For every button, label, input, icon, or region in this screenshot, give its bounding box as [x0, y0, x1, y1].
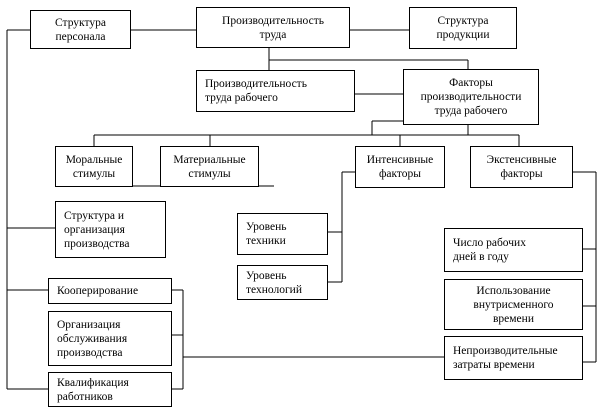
production-organization-label: Структура и организация производства: [64, 209, 130, 250]
extensive-factors-box: Экстенсивные факторы: [470, 146, 573, 188]
unproductive-time-box: Непроизводительные затраты времени: [444, 336, 583, 380]
technical-level-box: Уровень техники: [237, 213, 328, 255]
working-days-box: Число рабочих дней в году: [444, 228, 583, 272]
cooperation-label: Кооперирование: [57, 285, 139, 297]
intensive-factors-label: Интенсивные факторы: [366, 154, 434, 180]
intrashift-time-box: Использование внутрисменного времени: [444, 279, 583, 330]
production-organization-box: Структура и организация производства: [55, 201, 166, 258]
worker-qualification-label: Квалификация работников: [57, 376, 129, 403]
worker-qualification-box: Квалификация работников: [48, 372, 172, 407]
technical-level-label: Уровень техники: [246, 221, 287, 247]
production-service-label: Организация обслуживания производства: [57, 318, 128, 359]
product-structure-label: Структура продукции: [436, 15, 490, 41]
technology-level-label: Уровень технологий: [246, 269, 302, 296]
product-structure-box: Структура продукции: [409, 7, 517, 49]
labor-productivity-label: Производительность труда: [222, 14, 324, 41]
extensive-factors-label: Экстенсивные факторы: [486, 154, 557, 180]
production-service-box: Организация обслуживания производства: [48, 311, 172, 366]
worker-productivity-box: Производительность труда рабочего: [196, 70, 355, 112]
unproductive-time-label: Непроизводительные затраты времени: [453, 345, 558, 371]
worker-productivity-factors-label: Факторы производительности труда рабочег…: [420, 77, 522, 117]
material-incentives-box: Материальные стимулы: [160, 146, 259, 187]
material-incentives-label: Материальные стимулы: [173, 153, 246, 180]
labor-productivity-box: Производительность труда: [196, 7, 350, 48]
intensive-factors-box: Интенсивные факторы: [355, 146, 445, 188]
intrashift-time-label: Использование внутрисменного времени: [473, 284, 554, 325]
staff-structure-box: Структура персонала: [30, 10, 131, 49]
cooperation-box: Кооперирование: [48, 278, 172, 304]
staff-structure-label: Структура персонала: [55, 16, 106, 43]
worker-productivity-label: Производительность труда рабочего: [205, 78, 307, 104]
working-days-label: Число рабочих дней в году: [453, 237, 526, 263]
moral-incentives-label: Моральные стимулы: [65, 153, 123, 180]
moral-incentives-box: Моральные стимулы: [55, 146, 133, 187]
worker-productivity-factors-box: Факторы производительности труда рабочег…: [403, 69, 539, 125]
technology-level-box: Уровень технологий: [237, 265, 328, 300]
